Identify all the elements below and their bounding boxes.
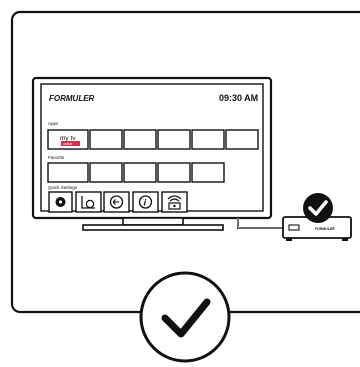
- app-tile[interactable]: [158, 130, 190, 149]
- featured-app-logo: my tv: [60, 135, 76, 142]
- box-brand: FORMULER: [315, 227, 335, 231]
- clock: 09:30 AM: [219, 93, 258, 103]
- favorite-tile[interactable]: [48, 163, 88, 182]
- info-icon[interactable]: i: [133, 192, 158, 212]
- tv-stand: [83, 225, 223, 230]
- timer-icon[interactable]: [76, 192, 101, 212]
- favorite-tile[interactable]: [192, 163, 224, 182]
- tv-neck: [123, 218, 183, 225]
- featured-app-tag-text: online: [63, 142, 72, 146]
- quick-settings-row: i: [49, 192, 187, 212]
- favorite-tile[interactable]: [90, 163, 122, 182]
- back-icon[interactable]: [104, 192, 129, 212]
- apps-label: Apps: [48, 121, 59, 126]
- tv-brand-logo: FORMULER: [49, 94, 95, 103]
- settings-icon[interactable]: [49, 192, 72, 212]
- favorite-label: Favorite: [48, 155, 65, 160]
- network-icon[interactable]: [162, 192, 187, 212]
- app-tile[interactable]: [124, 130, 156, 149]
- favorite-tile[interactable]: [124, 163, 156, 182]
- app-tile[interactable]: [192, 130, 224, 149]
- favorite-row: [48, 163, 224, 182]
- check-badge-icon: [303, 193, 333, 223]
- app-tile[interactable]: [226, 130, 258, 149]
- app-tile[interactable]: [90, 130, 122, 149]
- check-icon: [141, 273, 229, 361]
- favorite-tile[interactable]: [158, 163, 190, 182]
- tv: FORMULER 09:30 AM Apps my tv online Favo…: [33, 78, 271, 230]
- app-row: my tv online: [48, 130, 258, 149]
- quick-settings-label: Quick Settings: [48, 185, 78, 190]
